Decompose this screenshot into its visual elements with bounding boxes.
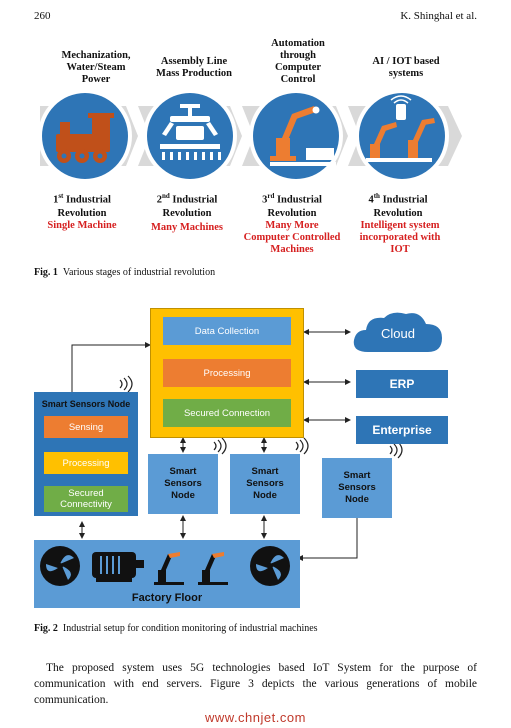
processing-box: Processing [163, 359, 291, 387]
chevron-1 [126, 106, 150, 166]
chevron-separators [126, 106, 360, 166]
erp-box: ERP [356, 370, 448, 398]
figure-1: Mechanization, Water/Steam Power Assembl… [0, 0, 511, 290]
stage-4-ordinal: 4 [368, 194, 374, 206]
robot-arm-icon [198, 552, 228, 585]
stage-4-revolution: 4th Industrial Revolution [344, 190, 452, 220]
stage-2-ordinal-suffix: nd [161, 192, 170, 200]
chevron-3 [336, 106, 360, 166]
circle-4 [359, 93, 445, 179]
factory-floor-label: Factory Floor [131, 592, 203, 604]
body-paragraph: The proposed system uses 5G technologies… [34, 662, 477, 706]
data-collection-box: Data Collection [163, 317, 291, 345]
smart-sensors-node-1-label: Smart Sensors Node [164, 466, 202, 501]
wifi-icon [213, 437, 227, 455]
smart-sensors-node-2-label: Smart Sensors Node [246, 466, 284, 501]
sensing-box: Sensing [44, 416, 128, 438]
factory-machines-graphic [40, 546, 290, 586]
stage-3-ordinal-suffix: rd [267, 192, 275, 200]
factory-floor-panel: Factory Floor [34, 540, 300, 608]
wifi-icon [119, 375, 133, 393]
revolution-stages-graphic [38, 89, 462, 183]
iot-robots-icon [366, 95, 435, 162]
stage-3-revolution-label: Industrial Revolution [267, 194, 322, 219]
figure-2: Data Collection Processing Secured Conne… [0, 300, 511, 640]
stage-2-revolution-label: Industrial Revolution [162, 194, 218, 219]
node-processing-box: Processing [44, 452, 128, 474]
stage-4-revolution-label: Industrial Revolution [373, 194, 428, 219]
stage-1-revolution: 1st Industrial Revolution [28, 190, 136, 220]
stage-3-revolution: 3rd Industrial Revolution [238, 190, 346, 220]
secured-connection-box: Secured Connection [163, 399, 291, 427]
secured-connectivity-box: Secured Connectivity [44, 486, 128, 512]
figure-2-caption-text: Industrial setup for condition monitorin… [62, 623, 318, 634]
watermark: www.chnjet.com [205, 710, 306, 725]
enterprise-box: Enterprise [356, 416, 448, 444]
assembly-line-icon [160, 104, 221, 160]
stage-3-desc: Many More Computer Controlled Machines [243, 220, 341, 255]
fan-icon [40, 546, 80, 586]
smart-sensors-node-2: Smart Sensors Node [230, 454, 300, 514]
smart-sensors-node-panel: Smart Sensors Node Sensing Processing Se… [34, 392, 138, 516]
figure-2-caption-label: Fig. 2 [34, 623, 58, 634]
smart-sensors-node-3: Smart Sensors Node [322, 458, 392, 518]
figure-1-caption: Fig. 1 Various stages of industrial revo… [34, 267, 215, 278]
fan-icon [250, 546, 290, 586]
stage-1-top-label: Mechanization, Water/Steam Power [61, 50, 131, 85]
stage-1-desc: Single Machine [47, 220, 117, 231]
steam-engine-icon [56, 113, 114, 163]
figure-1-caption-label: Fig. 1 [34, 267, 58, 278]
stage-3-ordinal: 3 [262, 194, 268, 206]
figure-1-caption-text: Various stages of industrial revolution [62, 267, 216, 278]
figure-2-caption: Fig. 2 Industrial setup for condition mo… [34, 623, 318, 634]
stage-1-ordinal-suffix: st [58, 192, 64, 200]
smart-sensors-node-title: Smart Sensors Node [41, 399, 131, 409]
stage-2-top-label: Assembly Line Mass Production [156, 56, 232, 79]
stage-2-revolution: 2nd Industrial Revolution [133, 190, 241, 220]
wifi-icon [389, 441, 403, 459]
running-head: K. Shinghal et al. [400, 10, 477, 22]
robot-arm-icon [270, 106, 336, 166]
stage-4-desc: Intelligent system incorporated with IOT [359, 220, 441, 255]
smart-sensors-node-3-label: Smart Sensors Node [338, 470, 376, 505]
stage-2-ordinal: 2 [156, 194, 162, 206]
chevron-2 [230, 106, 254, 166]
stage-3-top-label: Automation through Computer Control [271, 38, 325, 85]
motor-icon [92, 552, 144, 582]
circle-3 [253, 93, 339, 179]
stage-4-ordinal-suffix: th [373, 192, 380, 200]
stage-1-revolution-label: Industrial Revolution [57, 194, 111, 219]
cloud-label: Cloud [381, 325, 415, 341]
connector-right-node [297, 518, 358, 561]
stage-1-ordinal: 1 [53, 194, 59, 206]
page-number: 260 [34, 10, 51, 22]
smart-sensors-node-1: Smart Sensors Node [148, 454, 218, 514]
stage-2-desc: Many Machines [150, 222, 224, 233]
figure-2-connectors [71, 329, 403, 561]
connector-sensor-left [71, 342, 151, 392]
stage-4-top-label: AI / IOT based systems [372, 56, 440, 79]
cloud-shape [353, 312, 442, 352]
central-server-panel: Data Collection Processing Secured Conne… [150, 308, 304, 438]
robot-arm-icon [154, 552, 184, 585]
wifi-icon [295, 437, 309, 455]
